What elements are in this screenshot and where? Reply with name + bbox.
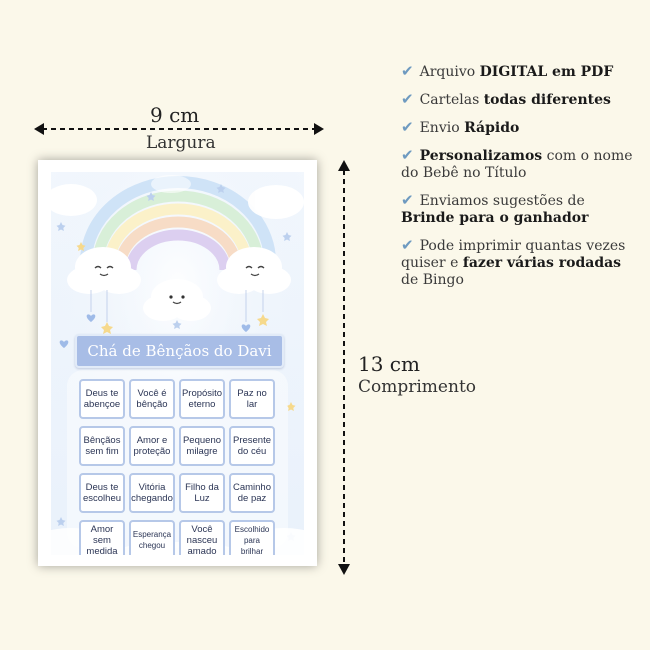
bingo-cell: Pequeno milagre <box>179 426 225 466</box>
bingo-cell: Caminho de paz <box>229 473 275 513</box>
width-dimension-label: Largura <box>146 133 216 153</box>
bingo-cell: Amor e proteção <box>129 426 175 466</box>
feature-item: ✔Arquivo DIGITAL em PDF <box>401 62 614 81</box>
bingo-cell: Você nasceu amado <box>179 520 225 555</box>
bingo-cell: Deus te escolheu <box>79 473 125 513</box>
bingo-cell: Bênçãos sem fim <box>79 426 125 466</box>
bingo-cell: Paz no lar <box>229 379 275 419</box>
height-dimension-label: Comprimento <box>358 377 477 397</box>
bingo-cell: Propósito eterno <box>179 379 225 419</box>
height-dimension-arrow <box>338 160 350 575</box>
bingo-cell: Vitória chegando <box>129 473 175 513</box>
check-icon: ✔ <box>401 118 414 136</box>
features-list: ✔Arquivo DIGITAL em PDF ✔Cartelas todas … <box>401 63 641 299</box>
rainbow-icon <box>80 176 276 271</box>
card-title-banner: Chá de Bênçãos do Davi <box>75 334 284 368</box>
check-icon: ✔ <box>401 146 414 164</box>
bingo-cell: Deus te abençoe <box>79 379 125 419</box>
bingo-grid: Deus te abençoe Você é bênção Propósito … <box>79 379 275 555</box>
feature-item: ✔Envio Rápido <box>401 118 520 137</box>
width-dimension-arrow <box>34 123 324 135</box>
height-dimension-value: 13 cm <box>358 352 420 376</box>
check-icon: ✔ <box>401 62 414 80</box>
star-icons <box>76 242 296 411</box>
bingo-cell: Escolhido para brilhar <box>229 520 275 555</box>
bingo-cell: Você é bênção <box>129 379 175 419</box>
bingo-card-preview: Chá de Bênçãos do Davi Deus te abençoe V… <box>38 160 317 566</box>
cloud-left-icon <box>67 247 141 294</box>
feature-item: ✔Enviamos sugestões de Brinde para o gan… <box>401 191 589 227</box>
bingo-card-artwork: Chá de Bênçãos do Davi Deus te abençoe V… <box>51 172 304 555</box>
width-dimension-value: 9 cm <box>150 103 200 127</box>
cloud-right-icon <box>217 247 291 294</box>
check-icon: ✔ <box>401 191 414 209</box>
cloud-center-icon <box>143 279 211 321</box>
bingo-cell: Filho da Luz <box>179 473 225 513</box>
bingo-cell: Amor sem medida <box>79 520 125 555</box>
heart-icons <box>59 314 251 348</box>
check-icon: ✔ <box>401 90 414 108</box>
feature-item: ✔Personalizamos com o nome do Bebê no Tí… <box>401 146 633 182</box>
bingo-cell: Presente do céu <box>229 426 275 466</box>
bingo-cell: Esperança chegou <box>129 520 175 555</box>
feature-item: ✔Cartelas todas diferentes <box>401 90 611 109</box>
feature-item: ✔Pode imprimir quantas vezes quiser e fa… <box>401 236 626 289</box>
check-icon: ✔ <box>401 236 414 254</box>
